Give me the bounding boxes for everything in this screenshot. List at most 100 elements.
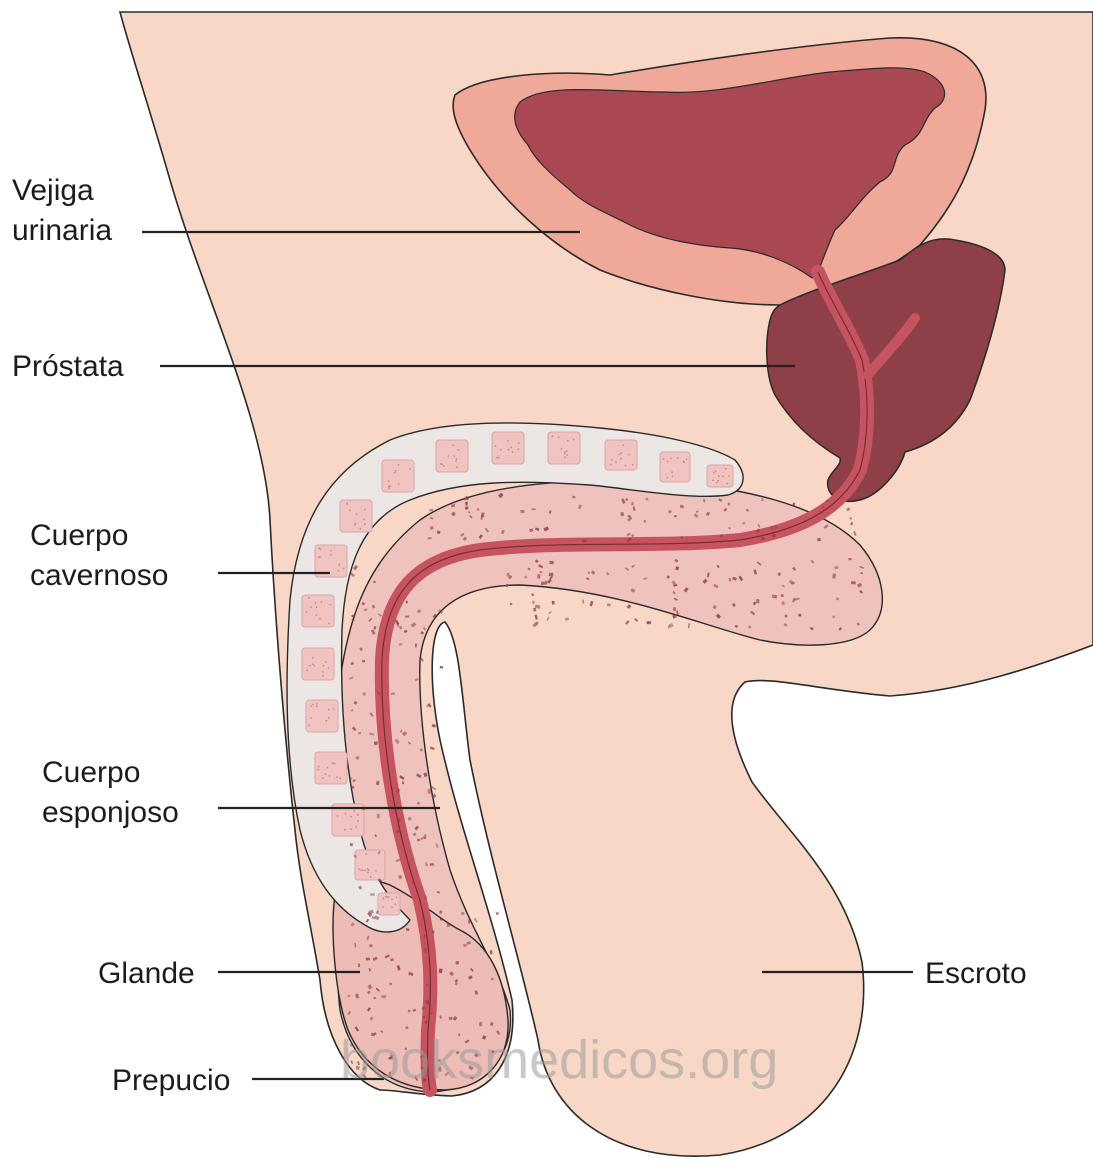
label-glande: Glande: [98, 957, 195, 990]
block-dot: [338, 570, 340, 572]
block-dot: [716, 482, 718, 484]
block-dot: [308, 597, 310, 599]
block-dot: [388, 480, 390, 482]
block-dot: [457, 449, 459, 451]
speckle: [397, 830, 401, 833]
speckle: [631, 502, 633, 506]
label-vejiga-line1: Vejiga: [12, 174, 94, 207]
block-dot: [325, 661, 327, 663]
label-cavernoso-line2: cavernoso: [30, 559, 168, 592]
label-cavernoso-line1: Cuerpo: [30, 519, 128, 552]
block-dot: [318, 766, 320, 768]
label-prostata: Próstata: [12, 350, 124, 383]
block-dot: [398, 464, 400, 466]
block-dot: [395, 470, 397, 472]
speckle: [680, 536, 682, 538]
block-dot: [316, 705, 318, 707]
watermark: booksmedicos.org: [340, 1030, 778, 1090]
speckle: [537, 574, 540, 578]
block-dot: [620, 458, 622, 460]
block-dot: [370, 876, 372, 878]
block-dot: [306, 669, 308, 671]
block-dot: [358, 868, 360, 870]
block-dot: [391, 899, 393, 901]
block-dot: [388, 896, 390, 898]
speckle: [397, 818, 400, 823]
block-dot: [683, 461, 685, 463]
block-dot: [382, 898, 384, 900]
speckle: [406, 928, 409, 930]
block-dot: [394, 472, 396, 474]
block-dot: [364, 509, 366, 511]
block-dot: [672, 476, 674, 478]
block-dot: [663, 458, 665, 460]
block-dot: [354, 524, 356, 526]
block-dot: [354, 810, 356, 812]
block-dot: [350, 816, 352, 818]
block-dot: [332, 762, 334, 764]
speckle: [673, 607, 676, 611]
block-dot: [364, 870, 366, 872]
block-dot: [495, 445, 497, 447]
speckle: [366, 958, 370, 961]
block-dot: [327, 767, 329, 769]
speckle: [412, 881, 414, 884]
block-dot: [453, 445, 455, 447]
block-dot: [558, 436, 560, 438]
speckle: [781, 594, 784, 597]
speckle: [374, 997, 376, 999]
block-dot: [382, 906, 384, 908]
block-dot: [313, 665, 315, 667]
block-dot: [715, 470, 717, 472]
speckle: [352, 619, 355, 621]
speckle: [533, 608, 536, 612]
block-dot: [310, 705, 312, 707]
speckle: [355, 994, 359, 999]
block-dot: [456, 458, 458, 460]
block-dot: [713, 472, 715, 474]
block-dot: [667, 477, 669, 479]
block-dot: [507, 440, 509, 442]
block-dot: [364, 523, 366, 525]
block-dot: [319, 618, 321, 620]
block-dot: [396, 897, 398, 899]
speckle: [848, 558, 851, 560]
speckle: [588, 572, 590, 574]
speckle: [417, 839, 420, 842]
speckle: [481, 512, 484, 517]
block-dot: [316, 703, 318, 705]
speckle: [440, 666, 443, 669]
speckle: [373, 581, 375, 583]
speckle: [370, 893, 374, 895]
speckle: [674, 515, 677, 517]
block-dot: [409, 468, 411, 470]
block-dot: [552, 435, 554, 437]
speckle: [607, 603, 611, 606]
block-dot: [512, 451, 514, 453]
block-dot: [620, 452, 622, 454]
block-dot: [344, 829, 346, 831]
block-dot: [508, 449, 510, 451]
speckle: [456, 961, 459, 964]
block-dot: [345, 813, 347, 815]
block-dot: [670, 458, 672, 460]
block-dot: [625, 465, 627, 467]
block-dot: [326, 720, 328, 722]
speckle: [720, 534, 723, 538]
block-dot: [321, 601, 323, 603]
block-dot: [360, 528, 362, 530]
block-dot: [667, 461, 669, 463]
block-dot: [312, 663, 314, 665]
block-dot: [573, 439, 575, 441]
speckle: [832, 573, 836, 578]
block-dot: [312, 657, 314, 659]
block-dot: [329, 775, 331, 777]
block-dot: [310, 717, 312, 719]
speckle: [424, 951, 426, 953]
block-dot: [357, 814, 359, 816]
block-dot: [375, 870, 377, 872]
block-dot: [318, 556, 320, 558]
block-dot: [456, 466, 458, 468]
block-dot: [385, 896, 387, 898]
block-dot: [360, 869, 362, 871]
